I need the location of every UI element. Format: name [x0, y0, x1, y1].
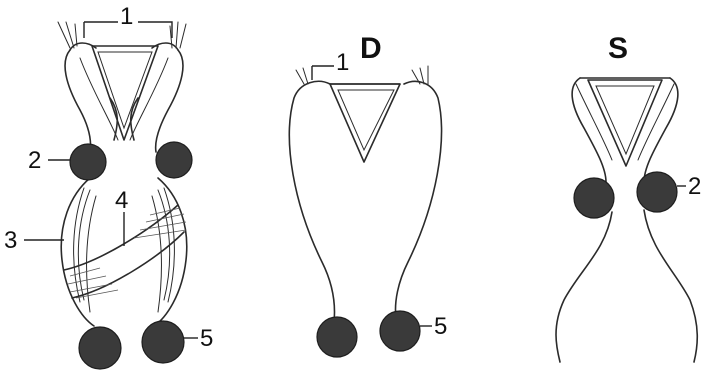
middle-node-bottom-left	[317, 317, 357, 357]
panel-title-s: S	[608, 32, 628, 65]
label-right-2: 2	[688, 173, 701, 200]
panel-left: 1 2 3 4 5	[4, 3, 213, 369]
panel-middle: D 1 5	[289, 32, 447, 357]
right-node-right	[637, 172, 677, 212]
left-node-bottom-left	[79, 327, 121, 369]
middle-body-outline	[289, 81, 441, 322]
label-middle-5: 5	[434, 313, 447, 340]
left-node-mid-right	[156, 142, 192, 178]
left-band-hatching	[68, 208, 186, 298]
label-left-2: 2	[28, 147, 41, 174]
right-lower-outline	[556, 210, 697, 362]
label-middle-1: 1	[336, 49, 349, 76]
label-left-4: 4	[115, 187, 128, 214]
left-node-bottom-right	[142, 321, 184, 363]
left-node-mid-left	[70, 144, 106, 180]
right-node-left	[574, 178, 614, 218]
label-left-1: 1	[120, 3, 133, 30]
middle-node-bottom-right	[380, 311, 420, 351]
panel-title-d: D	[360, 32, 382, 65]
label-left-3: 3	[4, 227, 17, 254]
right-upper-outline	[572, 78, 678, 182]
label-left-5: 5	[200, 325, 213, 352]
panel-right: S 2	[556, 32, 701, 362]
